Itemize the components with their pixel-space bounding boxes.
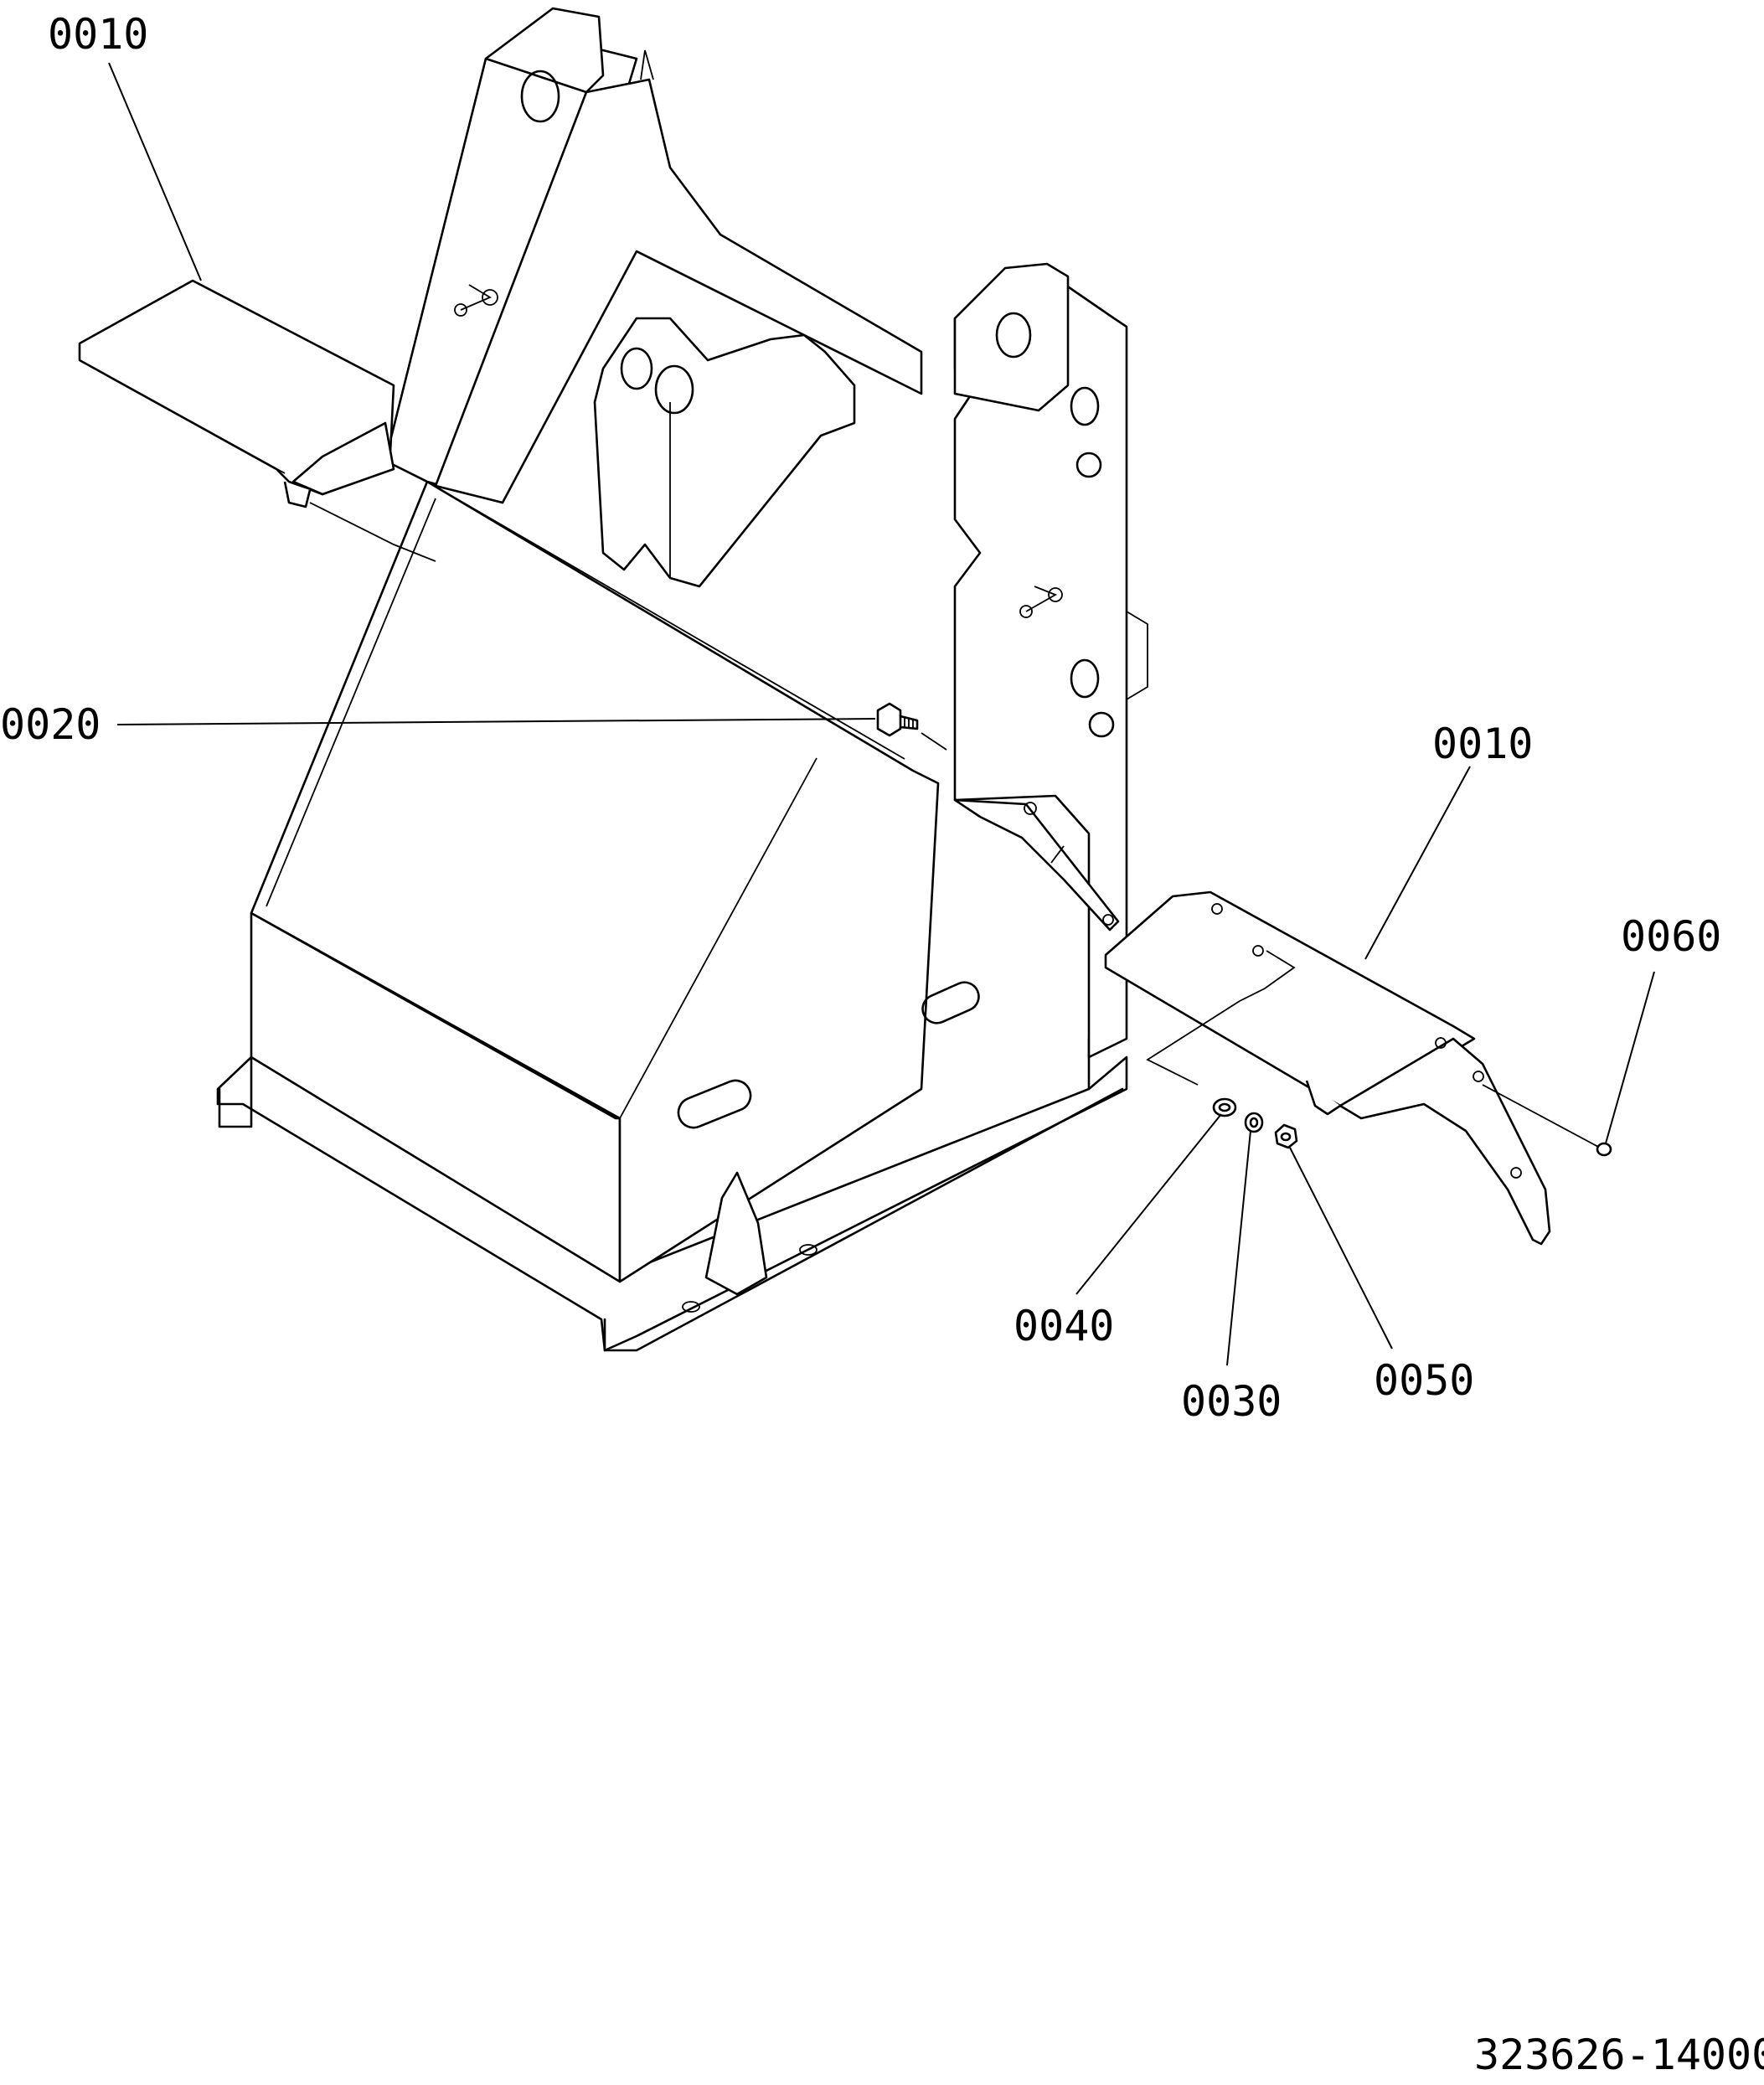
bolt-0020: [876, 702, 947, 751]
washer-0040: [1212, 1097, 1237, 1117]
callout-0050: 0050: [1374, 1356, 1474, 1405]
left-step: [78, 279, 436, 562]
callout-0030: 0030: [1181, 1377, 1282, 1426]
callout-0040: 0040: [1014, 1302, 1114, 1350]
cap-0060: [1596, 1142, 1612, 1157]
callout-0010-right: 0010: [1432, 720, 1533, 768]
callout-0060: 0060: [1621, 912, 1721, 961]
drawing-number: 323626-14000: [1474, 2031, 1764, 2079]
right-step: [1104, 890, 1601, 1246]
callout-0010-left: 0010: [48, 10, 148, 59]
lockwasher-0030: [1244, 1112, 1264, 1133]
callout-0020: 0020: [0, 700, 101, 749]
leader-lines: [108, 62, 1655, 1366]
nut-0050: [1274, 1123, 1298, 1149]
main-frame: [216, 7, 1148, 1352]
